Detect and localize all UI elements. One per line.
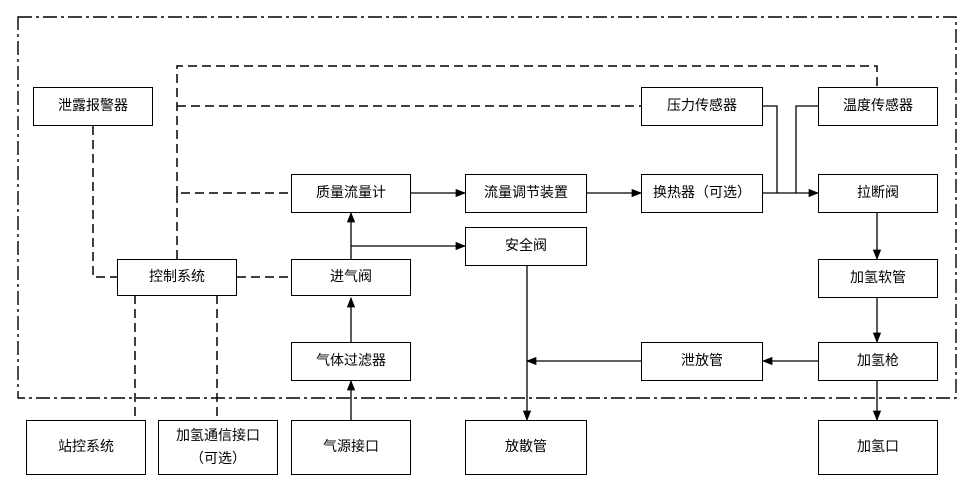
dispensing-hose-box: 加氢软管 (818, 259, 938, 298)
signal-to-temperature-sensor (176, 65, 878, 195)
gas-source-interface-box: 气源接口 (291, 420, 411, 475)
vent-pipe-box: 泄放管 (641, 342, 763, 381)
pressure-sensor-label: 压力传感器 (667, 98, 737, 115)
gas-source-interface-label: 气源接口 (323, 439, 379, 456)
inlet-valve-label: 进气阀 (330, 269, 372, 286)
comm-interface-box: 加氢通信接口 （可选） (158, 420, 278, 475)
nozzle-label: 加氢枪 (857, 353, 899, 370)
comm-interface-optional-label: （可选） (190, 450, 246, 467)
flow-regulator-label: 流量调节装置 (484, 185, 568, 202)
line-temperature-sensor-tap (795, 105, 818, 193)
vent-stack-box: 放散管 (465, 420, 587, 475)
leak-alarm-label: 泄露报警器 (58, 98, 128, 115)
signal-control-to-flowmeter (176, 192, 291, 259)
flow-regulator-box: 流量调节装置 (465, 174, 587, 213)
breakaway-valve-label: 拉断阀 (857, 185, 899, 202)
mass-flowmeter-box: 质量流量计 (291, 174, 411, 213)
comm-interface-label: 加氢通信接口 (176, 428, 260, 445)
control-system-label: 控制系统 (149, 269, 205, 286)
station-control-box: 站控系统 (26, 420, 146, 475)
vent-pipe-label: 泄放管 (681, 353, 723, 370)
heat-exchanger-label: 换热器（可选） (653, 185, 751, 202)
nozzle-box: 加氢枪 (818, 342, 938, 381)
dispensing-hose-label: 加氢软管 (850, 270, 906, 287)
temperature-sensor-label: 温度传感器 (843, 98, 913, 115)
station-control-label: 站控系统 (58, 439, 114, 456)
inlet-valve-box: 进气阀 (291, 259, 411, 296)
gas-filter-label: 气体过滤器 (316, 353, 386, 370)
heat-exchanger-box: 换热器（可选） (641, 174, 763, 213)
equipment-boundary (17, 16, 957, 399)
temperature-sensor-box: 温度传感器 (818, 87, 938, 126)
control-system-box: 控制系统 (117, 259, 237, 296)
leak-alarm-box: 泄露报警器 (33, 87, 153, 126)
signal-alarm-to-control (92, 126, 117, 278)
gas-filter-box: 气体过滤器 (291, 342, 411, 381)
pressure-sensor-box: 压力传感器 (641, 87, 763, 126)
refuel-port-box: 加氢口 (818, 420, 938, 475)
line-pressure-sensor-tap (763, 105, 778, 193)
safety-valve-label: 安全阀 (505, 238, 547, 255)
mass-flowmeter-label: 质量流量计 (316, 185, 386, 202)
safety-valve-box: 安全阀 (465, 227, 587, 266)
breakaway-valve-box: 拉断阀 (818, 174, 938, 213)
refuel-port-label: 加氢口 (857, 439, 899, 456)
vent-stack-label: 放散管 (505, 439, 547, 456)
